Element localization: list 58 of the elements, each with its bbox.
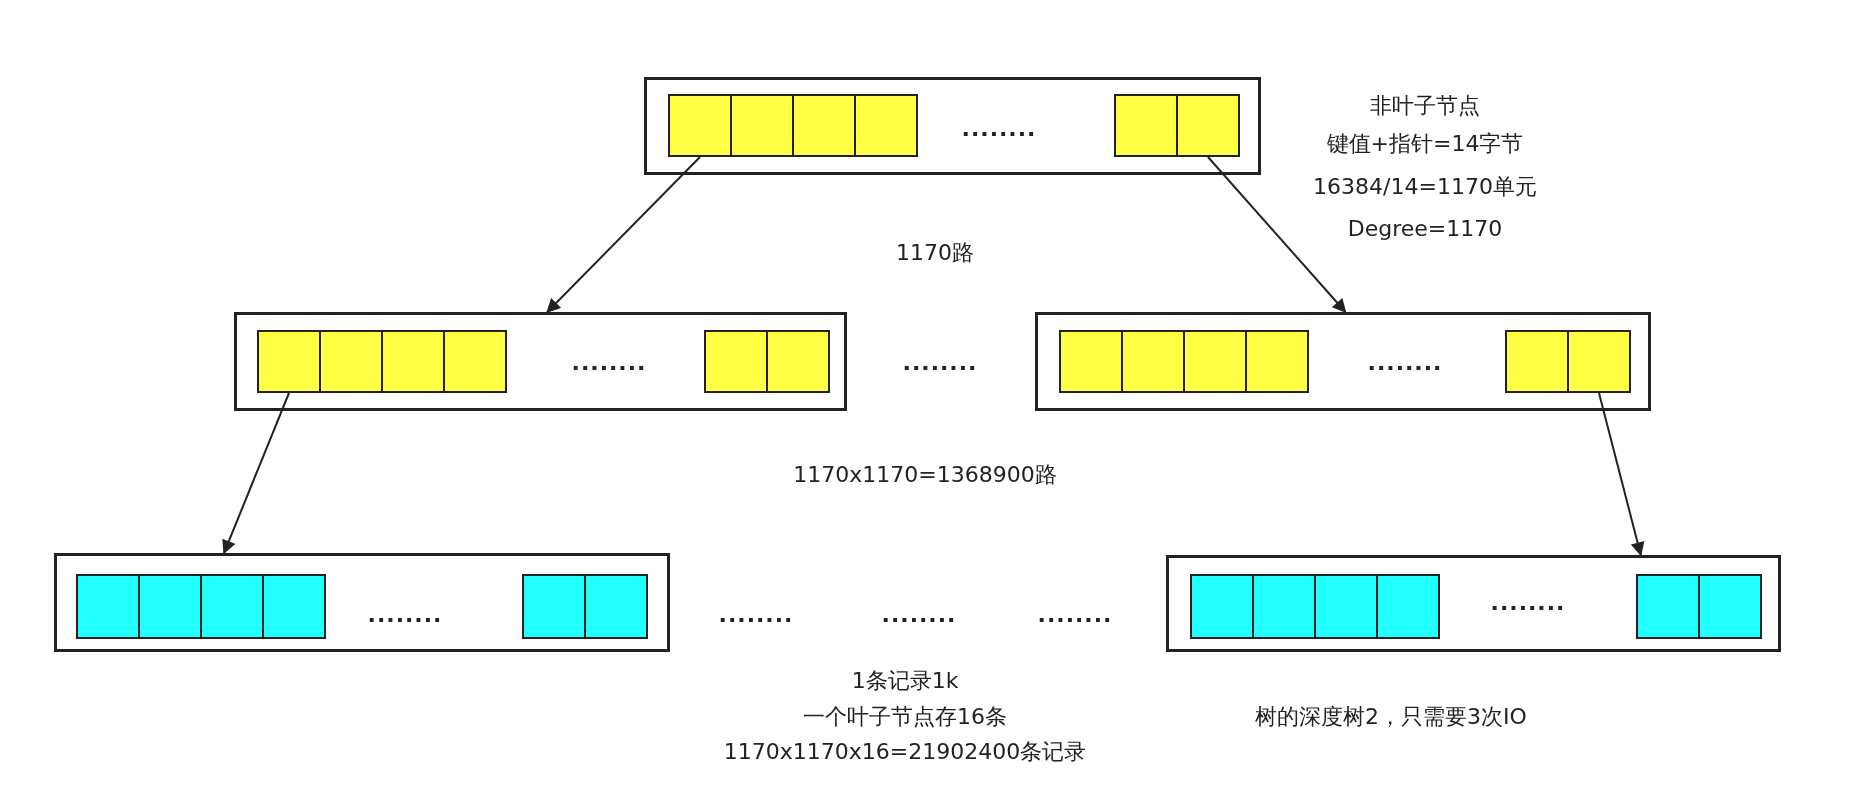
- annotation-text: 1170x1170=1368900路: [793, 461, 1057, 489]
- annotation-text: 1条记录1k: [851, 667, 959, 695]
- key-cell: [1183, 330, 1247, 393]
- key-cell: [704, 330, 768, 393]
- annotation-text: 1170x1170x16=21902400条记录: [723, 738, 1087, 766]
- key-cell: [1176, 94, 1240, 157]
- ellipsis: ........: [881, 601, 957, 627]
- key-cell: [766, 330, 830, 393]
- annotation-text: 一个叶子节点存16条: [803, 703, 1007, 731]
- key-cell: [854, 94, 918, 157]
- annotation-text: 非叶子节点: [1370, 92, 1480, 120]
- key-cell: [584, 574, 648, 639]
- key-cell: [1121, 330, 1185, 393]
- annotation-text: 键值+指针=14字节: [1326, 130, 1524, 158]
- arrow: [1598, 392, 1645, 557]
- node-box: [644, 77, 1261, 175]
- ellipsis: ........: [1490, 589, 1566, 615]
- key-cell: [257, 330, 321, 393]
- key-cell: [1567, 330, 1631, 393]
- key-cell: [1059, 330, 1123, 393]
- key-cell: [319, 330, 383, 393]
- key-cell: [1505, 330, 1569, 393]
- key-cell: [1245, 330, 1309, 393]
- key-cell: [138, 574, 202, 639]
- annotation-text: 树的深度树2，只需要3次IO: [1255, 703, 1527, 731]
- ellipsis: ........: [718, 601, 794, 627]
- ellipsis: ........: [1037, 601, 1113, 627]
- key-cell: [730, 94, 794, 157]
- key-cell: [1636, 574, 1700, 639]
- arrow: [1207, 156, 1347, 314]
- node-box: [1035, 312, 1651, 411]
- key-cell: [1314, 574, 1378, 639]
- key-cell: [1114, 94, 1178, 157]
- key-cell: [792, 94, 856, 157]
- key-cell: [262, 574, 326, 639]
- key-cell: [1376, 574, 1440, 639]
- node-box: [234, 312, 847, 411]
- key-cell: [76, 574, 140, 639]
- key-cell: [381, 330, 445, 393]
- node-box: [1166, 555, 1781, 652]
- ellipsis: ........: [902, 349, 978, 375]
- key-cell: [443, 330, 507, 393]
- key-cell: [522, 574, 586, 639]
- annotation-text: Degree=1170: [1347, 215, 1503, 241]
- ellipsis: ........: [961, 115, 1037, 141]
- ellipsis: ........: [1367, 349, 1443, 375]
- ellipsis: ........: [571, 349, 647, 375]
- arrow: [222, 392, 290, 555]
- annotation-text: 1170路: [896, 239, 974, 267]
- arrow: [546, 156, 701, 313]
- key-cell: [200, 574, 264, 639]
- node-box: [54, 553, 670, 652]
- key-cell: [668, 94, 732, 157]
- key-cell: [1698, 574, 1762, 639]
- key-cell: [1252, 574, 1316, 639]
- key-cell: [1190, 574, 1254, 639]
- annotation-text: 16384/14=1170单元: [1313, 173, 1537, 201]
- ellipsis: ........: [367, 601, 443, 627]
